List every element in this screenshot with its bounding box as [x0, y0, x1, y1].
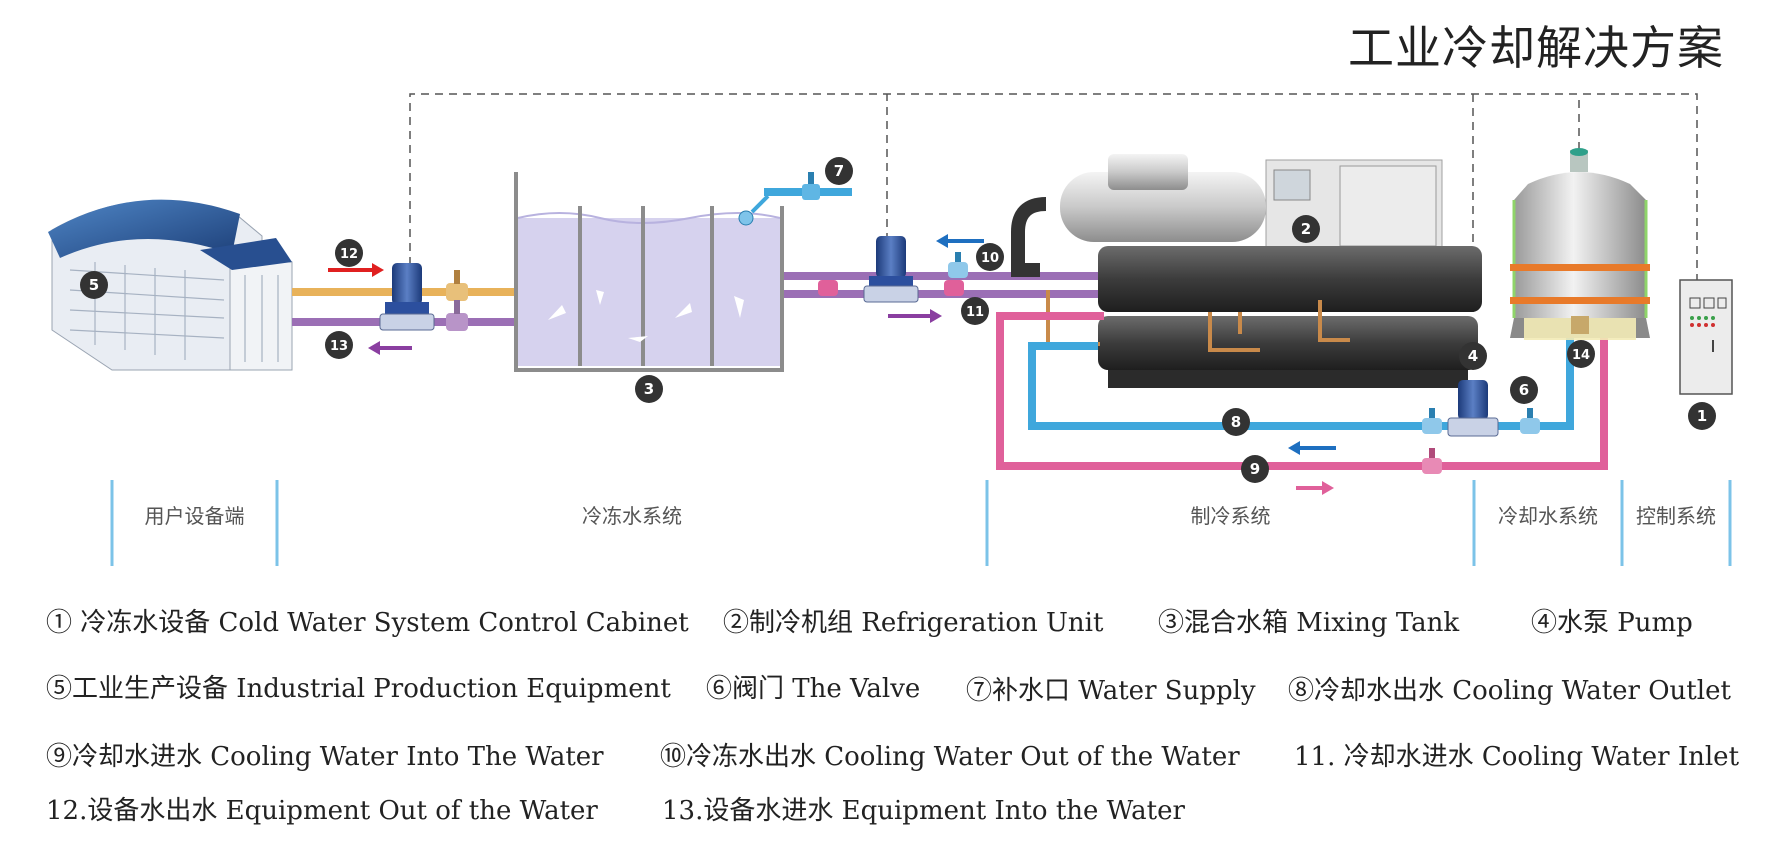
- badge-13: 13: [330, 339, 348, 354]
- valve-icon: [1422, 408, 1540, 474]
- legend-item-3: ③混合水箱 Mixing Tank: [1158, 608, 1460, 638]
- industrial-equipment-icon: [48, 199, 293, 371]
- flow-arrow-equipment-in: [368, 341, 412, 355]
- flow-arrow-cooling-out: [1288, 441, 1336, 455]
- badge-14: 14: [1572, 348, 1590, 363]
- component-badges: [80, 157, 1716, 483]
- badge-7: 7: [834, 162, 844, 180]
- badge-6: 6: [1519, 381, 1529, 399]
- badge-2: 2: [1301, 220, 1311, 238]
- page-title: 工业冷却解决方案: [1348, 21, 1724, 75]
- legend-item-12: 12.设备水出水 Equipment Out of the Water: [46, 796, 598, 826]
- section-label-control: 控制系统: [1636, 504, 1716, 528]
- section-label-user: 用户设备端: [144, 504, 245, 528]
- legend-item-9: ⑨冷却水进水 Cooling Water Into The Water: [46, 742, 604, 772]
- legend-item-13: 13.设备水进水 Equipment Into the Water: [662, 796, 1185, 826]
- pump-icon: [379, 263, 435, 331]
- flow-arrow-equipment-out: [328, 263, 384, 277]
- section-label-refrigeration: 制冷系统: [1190, 504, 1271, 528]
- legend-item-2: ②制冷机组 Refrigeration Unit: [723, 608, 1104, 638]
- legend-item-5: ⑤工业生产设备 Industrial Production Equipment: [46, 674, 671, 704]
- chilled-water-pipes: [784, 272, 1106, 298]
- flow-arrow-chilled-out: [936, 234, 984, 248]
- badge-11: 11: [966, 305, 984, 320]
- legend-item-10: ⑩冷冻水出水 Cooling Water Out of the Water: [660, 742, 1240, 772]
- badge-12: 12: [340, 247, 358, 262]
- badge-8: 8: [1231, 413, 1241, 431]
- refrigeration-unit-icon: [1011, 154, 1482, 388]
- flow-arrow-chilled-in: [888, 309, 942, 323]
- pump-icon: [1447, 380, 1499, 437]
- legend-item-4: ④水泵 Pump: [1531, 608, 1693, 638]
- badge-9: 9: [1250, 460, 1260, 478]
- legend-item-8: ⑧冷却水出水 Cooling Water Outlet: [1288, 676, 1731, 706]
- legend-item-11: 11. 冷却水进水 Cooling Water Inlet: [1294, 742, 1740, 772]
- valve-icon: [446, 270, 468, 331]
- water-supply-pipe: [738, 172, 852, 226]
- valve-icon: [948, 252, 968, 278]
- pump-icon: [863, 236, 919, 303]
- flow-arrow-cooling-in: [1296, 481, 1334, 495]
- section-label-cooling-water: 冷却水系统: [1498, 504, 1598, 528]
- badge-5: 5: [89, 276, 99, 294]
- section-dividers: [110, 480, 1732, 566]
- legend-item-6: ⑥阀门 The Valve: [706, 674, 921, 704]
- legend-item-1: ① 冷冻水设备 Cold Water System Control Cabine…: [46, 608, 689, 638]
- mixing-tank-icon: [514, 172, 784, 372]
- badge-1: 1: [1697, 407, 1707, 425]
- badge-4: 4: [1468, 347, 1478, 365]
- badge-3: 3: [644, 380, 654, 398]
- control-signal-lines: [409, 93, 1698, 340]
- legend-item-7: ⑦补水口 Water Supply: [966, 676, 1256, 706]
- cooling-water-pipes: [996, 312, 1608, 470]
- section-label-chilled-water: 冷冻水系统: [582, 504, 682, 528]
- control-cabinet-icon: [1679, 279, 1733, 395]
- cooling-tower-icon: [1510, 148, 1650, 340]
- badge-10: 10: [981, 251, 999, 266]
